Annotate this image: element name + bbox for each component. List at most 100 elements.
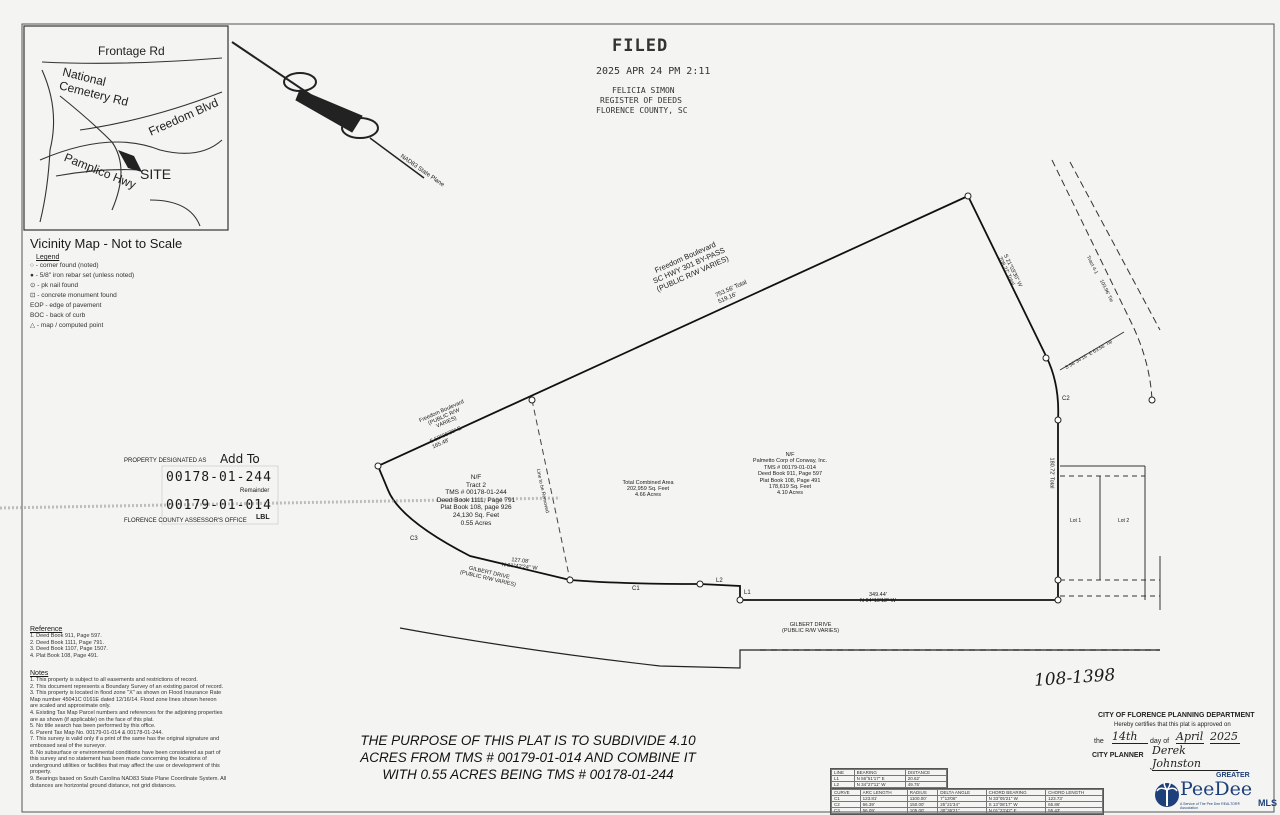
tract2-deed: Deed Book 1111, Page 791 bbox=[436, 496, 516, 504]
table-cell: C3 bbox=[831, 807, 861, 814]
table-row: L2 N 34°27'11" W 49.75' bbox=[831, 781, 948, 788]
notes-section: Notes 1. This property is subject to all… bbox=[30, 670, 310, 789]
legend-item-boc: BOC - back of curb bbox=[30, 312, 86, 319]
line-l2: L2 bbox=[716, 578, 723, 584]
plat-border bbox=[21, 23, 1275, 813]
table-cell: 55.43' bbox=[1045, 807, 1103, 814]
lot1-label: Lot 1 bbox=[1070, 518, 1082, 524]
approval-certify: Hereby certifies that this plat is appro… bbox=[1114, 722, 1231, 728]
note-item: are as shown (if applicable) on the face… bbox=[30, 716, 154, 723]
curve-c3: C3 bbox=[410, 536, 418, 542]
logo-mls: MLS bbox=[1258, 798, 1277, 808]
register-name: FELICIA SIMON bbox=[612, 86, 675, 95]
register-office: REGISTER OF DEEDS bbox=[600, 96, 682, 105]
note-item: distances are horizontal ground distance… bbox=[30, 782, 177, 789]
reference-item: 1. Deed Book 911, Page 597. bbox=[30, 633, 102, 639]
site-label: SITE bbox=[140, 166, 172, 182]
palmetto-nf: N/F bbox=[785, 452, 795, 458]
approval-dept: CITY OF FLORENCE PLANNING DEPARTMENT bbox=[1098, 712, 1255, 719]
table-cell: 49.75' bbox=[904, 781, 948, 788]
gilbert-lower-bearing: 349.44' N 04°19'12" W bbox=[860, 592, 896, 604]
tms-add-to: 00178-01-244 bbox=[166, 470, 272, 485]
add-to-label: Add To bbox=[220, 452, 260, 466]
note-item: 9. Bearings based on South Carolina NAD8… bbox=[30, 775, 227, 782]
palmetto-sqft: 178,619 Sq. Feet bbox=[768, 484, 812, 491]
gilbert-lower-dist: 349.44' bbox=[868, 592, 887, 598]
assessor-box bbox=[161, 465, 279, 525]
curve-c2: C2 bbox=[1062, 396, 1070, 402]
filed-date: 2025 APR 24 PM 2:11 bbox=[596, 66, 711, 77]
vicinity-roads bbox=[39, 57, 223, 227]
note-item: underground utilities or facilities that… bbox=[30, 762, 220, 769]
note-item: Map number 45041C 0161E dated 12/16/14. … bbox=[30, 696, 217, 703]
palmetto-deed: Deed Book 911, Page 597 bbox=[757, 471, 823, 478]
peedee-mls-logo: GREATER PeeDee MLS A Service of The Pee … bbox=[1154, 772, 1278, 814]
north-arrow bbox=[231, 41, 425, 179]
palmetto-tree-icon bbox=[1155, 780, 1179, 807]
vicinity-map-frame bbox=[23, 25, 229, 231]
legend-title: Legend bbox=[36, 254, 60, 261]
filed-stamp: FILED bbox=[612, 36, 669, 56]
assessor-office: FLORENCE COUNTY ASSESSOR'S OFFICE bbox=[124, 518, 247, 524]
gilbert-drive-lower-label: GILBERT DRIVE (PUBLIC R/W VARIES) bbox=[782, 622, 839, 634]
vicinity-site-marker bbox=[118, 150, 142, 172]
approval-year-value: 2025 bbox=[1210, 730, 1240, 744]
table-cell: L2 bbox=[831, 781, 855, 788]
gilbert-lower-name: GILBERT DRIVE bbox=[789, 622, 832, 628]
legend-item-monument: ⊡ - concrete monument found bbox=[30, 292, 117, 299]
logo-tagline: A Service of The Pee Dee REALTOR® Associ… bbox=[1180, 802, 1240, 810]
table-cell: 105.00' bbox=[906, 807, 939, 814]
note-item: 4. Existing Tax Map Parcel numbers and r… bbox=[30, 709, 223, 716]
lot2-label: Lot 2 bbox=[1118, 518, 1130, 524]
note-item: 2. This document represents a Boundary S… bbox=[30, 683, 224, 690]
tms-remainder: 00179-01-014 bbox=[166, 498, 272, 513]
remainder-label: Remainder bbox=[240, 488, 270, 494]
tract2-plat: Plat Book 108, page 926 bbox=[440, 504, 512, 512]
palmetto-plat: Plat Book 108, Page 491 bbox=[759, 477, 821, 484]
scan-line bbox=[0, 496, 561, 510]
pavement-lines bbox=[399, 627, 1160, 669]
table-cell: 56.09' bbox=[859, 807, 908, 814]
table-row: C3 56.09' 105.00' 30°36'21" N 01°23'42" … bbox=[831, 807, 1103, 814]
east-line2-dist: 180.72' Total bbox=[1048, 457, 1055, 489]
legend: Legend ○ - corner found (noted) ● - 5/8"… bbox=[30, 254, 180, 331]
property-designated-label: PROPERTY DESIGNATED AS bbox=[124, 458, 207, 464]
legend-item-pk-nail: ⊙ - pk nail found bbox=[30, 282, 79, 289]
legend-item-computed: △ - map / computed point bbox=[30, 322, 104, 329]
approval-day-value: 14th bbox=[1112, 730, 1148, 744]
total-area-sqft: 202,959 Sq. Feet bbox=[626, 486, 670, 493]
road-label-frontage: Frontage Rd bbox=[98, 44, 165, 58]
note-item: 1. This property is subject to all easem… bbox=[30, 677, 198, 683]
curve-table: CURVE ARC LENGTH RADIUS DELTA ANGLE CHOR… bbox=[830, 788, 1104, 815]
east-line2-label: 180.72' Total bbox=[1048, 458, 1054, 489]
reference-item: 2. Deed Book 1111, Page 791. bbox=[30, 639, 105, 646]
note-item: 5. No title search has been performed by… bbox=[30, 723, 156, 730]
approval-day-of: day of bbox=[1150, 738, 1170, 745]
reference-item: 4. Plat Book 108, Page 491. bbox=[30, 652, 99, 659]
note-item: are scaled and approximate only. bbox=[30, 703, 111, 710]
line-table: LINE BEARING DISTANCE L1 N 56°51'17" E 2… bbox=[830, 768, 948, 789]
tract2-tms: TMS # 00178-01-244 bbox=[445, 489, 507, 497]
purpose-line: WITH 0.55 ACRES BEING TMS # 00178-01-244 bbox=[382, 767, 674, 782]
gilbert-lower-bearing-text: N 04°19'12" W bbox=[860, 598, 896, 604]
purpose-line: THE PURPOSE OF THIS PLAT IS TO SUBDIVIDE… bbox=[360, 733, 696, 748]
curve-c1: C1 bbox=[632, 586, 640, 592]
lbl-label: LBL bbox=[256, 514, 270, 521]
tract2-sqft: 24,130 Sq. Feet bbox=[452, 511, 500, 519]
purpose-statement: THE PURPOSE OF THIS PLAT IS TO SUBDIVIDE… bbox=[318, 732, 738, 783]
vicinity-map-title: Vicinity Map - Not to Scale bbox=[30, 236, 183, 251]
approval-the: the bbox=[1094, 738, 1104, 745]
line-l1: L1 bbox=[744, 590, 751, 596]
approval-planner-label: CITY PLANNER bbox=[1092, 752, 1144, 759]
approval-signature: Derek Johnston bbox=[1152, 744, 1238, 771]
approval-month-value: April bbox=[1176, 730, 1204, 744]
palmetto-name: Palmetto Corp of Conway, Inc. bbox=[752, 458, 828, 465]
freedom-boulevard-line bbox=[377, 195, 969, 467]
table-cell: N 34°27'11" W bbox=[853, 781, 906, 788]
note-item: this survey and no statement has been ma… bbox=[30, 756, 207, 763]
note-item: 7. This survey is valid only if a print … bbox=[30, 736, 220, 743]
total-area-acres: 4.66 Acres bbox=[635, 492, 661, 499]
tract2-nf: N/F bbox=[470, 474, 482, 481]
table-cell: N 01°23'42" E bbox=[985, 807, 1047, 814]
